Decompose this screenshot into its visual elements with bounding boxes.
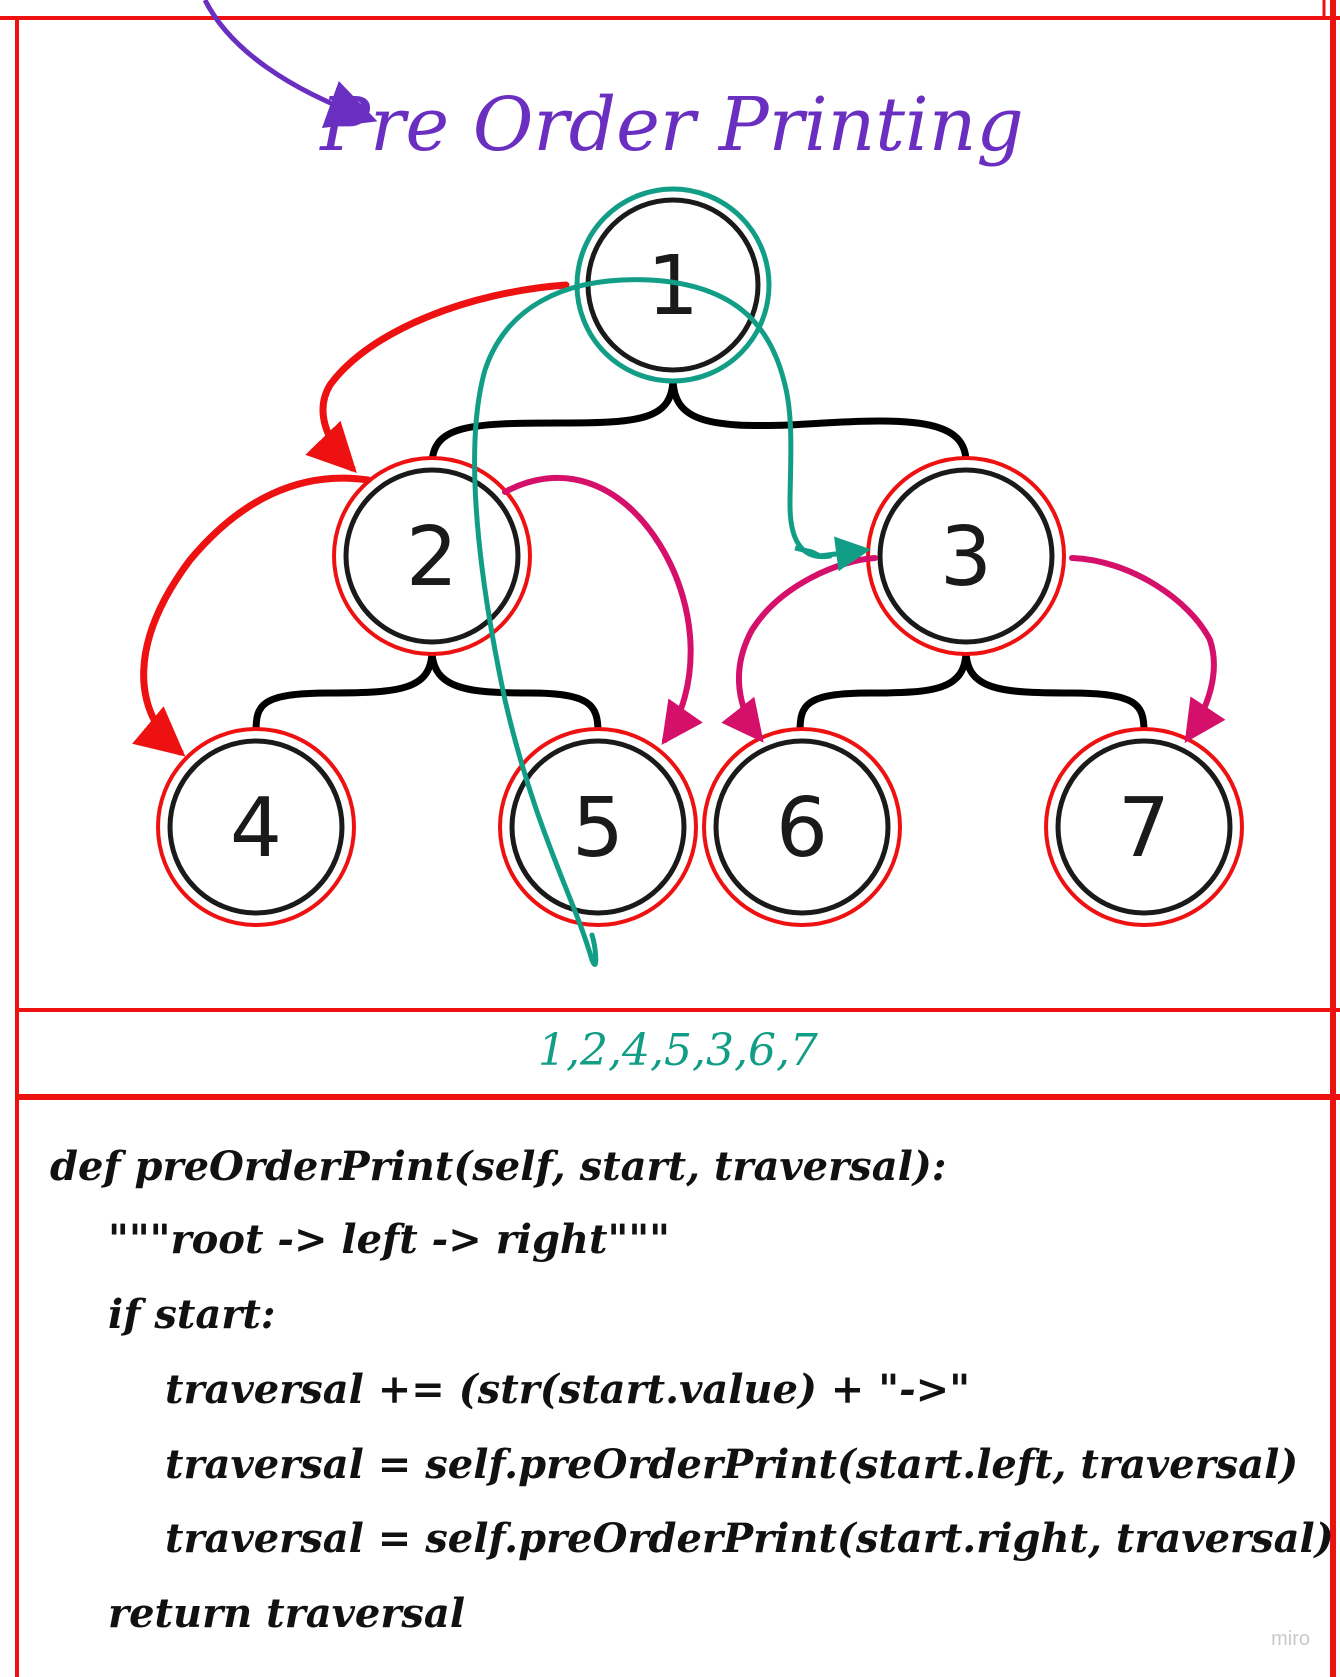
tree-nodes: 1 2 3 4 5 6 7 — [156, 186, 1244, 927]
node-ring — [1044, 727, 1244, 927]
node-circle — [1055, 738, 1233, 916]
tree-edge-2-4 — [252, 646, 436, 736]
arrow-head-icon — [132, 474, 372, 757]
tree-node-7: 7 — [1044, 727, 1244, 927]
tree-edge-3-6 — [796, 646, 970, 736]
tree-node-5: 5 — [498, 727, 698, 927]
tree-node-4: 4 — [156, 727, 356, 927]
code-line: traversal = self.preOrderPrint(start.lef… — [165, 1441, 1298, 1488]
code-line: """root -> left -> right""" — [108, 1216, 670, 1263]
node-circle — [509, 738, 687, 916]
diagram-title: Pre Order Printing — [318, 82, 1024, 168]
node-label: 4 — [230, 781, 282, 876]
traversal-path-arrow-icon — [472, 277, 833, 967]
node-ring — [332, 456, 532, 656]
node-circle — [167, 738, 345, 916]
right-child-arrows — [502, 474, 1226, 745]
tree-node-3: 3 — [866, 456, 1066, 656]
node-circle — [343, 467, 521, 645]
node-ring — [156, 727, 356, 927]
node-circle — [877, 467, 1055, 645]
tree-edge-1-2 — [428, 374, 677, 469]
node-label: 7 — [1118, 781, 1170, 876]
code-line: def preOrderPrint(self, start, traversal… — [50, 1143, 947, 1190]
code-block: def preOrderPrint(self, start, traversal… — [50, 1143, 1334, 1637]
tree-edge-1-3 — [669, 374, 970, 466]
title-pointer-arrow-icon — [202, 0, 378, 129]
node-label: 2 — [406, 510, 458, 605]
traversal-result: 1,2,4,5,3,6,7 — [538, 1025, 818, 1076]
node-ring — [702, 727, 902, 927]
watermark: miro — [1271, 1628, 1310, 1650]
arrow-head-icon — [502, 474, 703, 745]
tree-edge-3-7 — [962, 646, 1148, 736]
node-label: 6 — [776, 781, 828, 876]
node-ring — [498, 727, 698, 927]
code-line: traversal += (str(start.value) + "->" — [165, 1366, 970, 1413]
arrow-head-icon — [1069, 555, 1226, 743]
arrow-head-icon — [305, 281, 570, 474]
arrow-head-icon — [794, 536, 871, 572]
code-line: traversal = self.preOrderPrint(start.rig… — [165, 1515, 1334, 1562]
code-line: return traversal — [108, 1590, 465, 1637]
left-child-arrows — [132, 281, 570, 757]
tree-node-6: 6 — [702, 727, 902, 927]
tree-node-2: 2 — [332, 456, 532, 656]
node-label: 5 — [572, 781, 624, 876]
node-label: 3 — [940, 510, 992, 605]
tree-edge-2-5 — [428, 646, 602, 736]
node-circle — [713, 738, 891, 916]
code-line: if start: — [108, 1291, 276, 1338]
tree-node-1: 1 — [574, 186, 772, 384]
